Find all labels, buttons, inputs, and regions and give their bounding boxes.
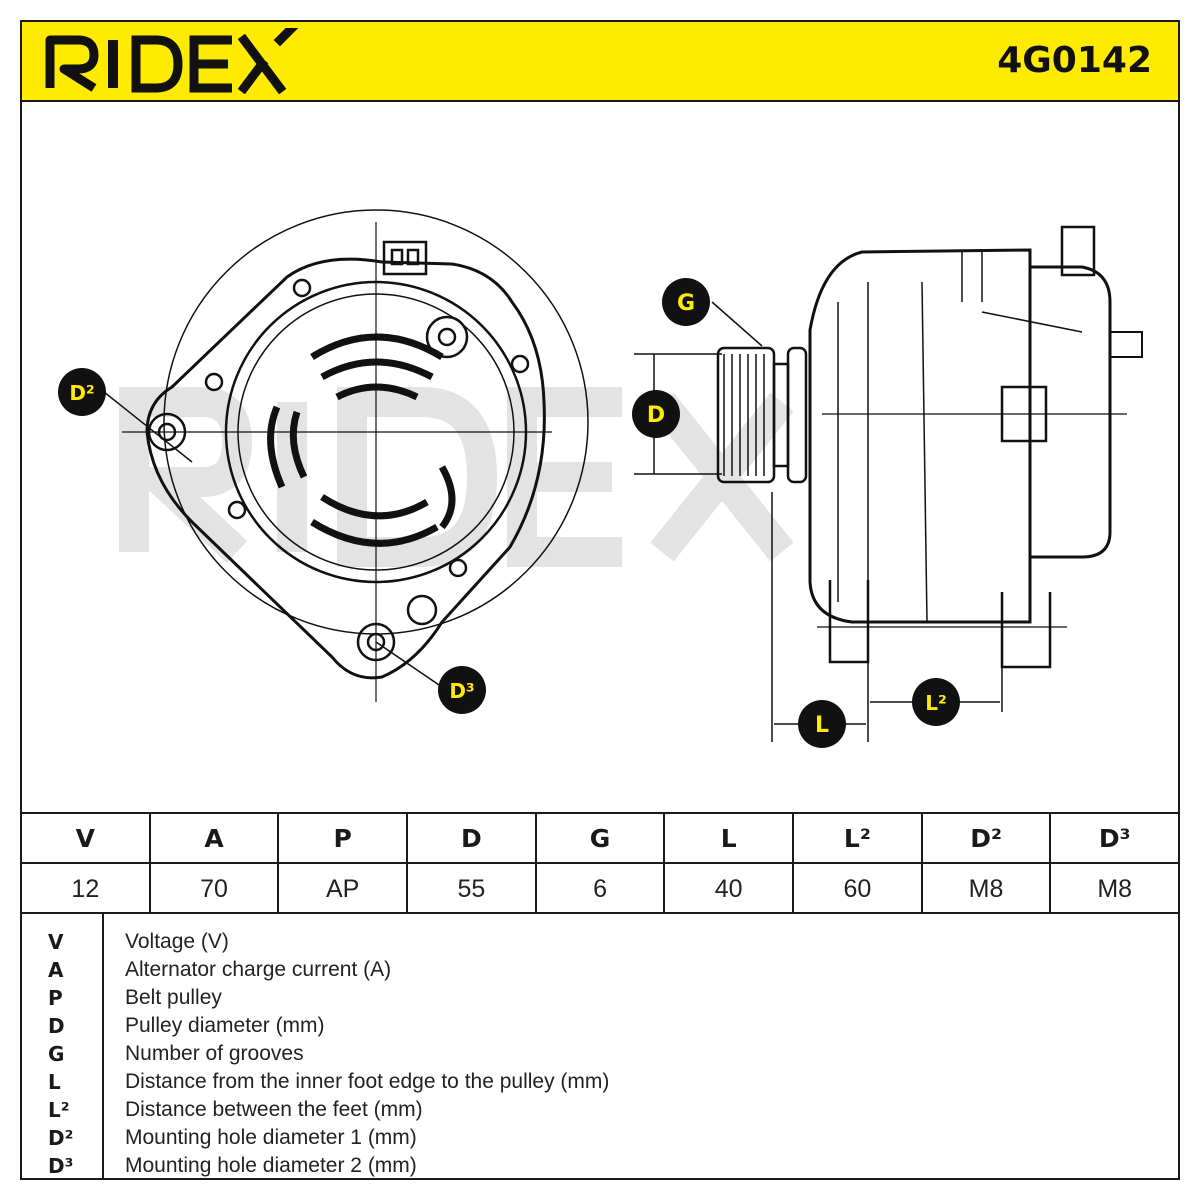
header-bar: 4G0142 — [22, 22, 1178, 102]
legend-row: P Belt pulley — [22, 984, 1178, 1012]
legend-description: Mounting hole diameter 1 (mm) — [125, 1126, 417, 1149]
svg-text:D²: D² — [69, 381, 94, 405]
ridex-watermark — [119, 387, 794, 567]
callout-g: G — [662, 278, 710, 326]
legend-description: Alternator charge current (A) — [125, 958, 392, 981]
legend-row: G Number of grooves — [22, 1040, 1178, 1068]
side-view — [634, 225, 1143, 742]
svg-text:D: D — [647, 403, 665, 428]
part-number: 4G0142 — [997, 40, 1152, 81]
spec-value-cell: 55 — [408, 864, 537, 914]
spec-header-cell: D³ — [1098, 823, 1131, 853]
spec-header-cell: L² — [794, 814, 923, 862]
spec-header-cell: G — [537, 814, 666, 862]
legend-key: V — [48, 930, 64, 954]
callout-d: D — [632, 390, 680, 438]
callout-l2: L² — [912, 678, 960, 726]
legend-key: L — [48, 1070, 61, 1094]
legend-description: Voltage (V) — [125, 930, 229, 953]
spec-header-cell: L — [665, 814, 795, 862]
legend-row: A Alternator charge current (A) — [22, 956, 1178, 984]
legend-row: D Pulley diameter (mm) — [22, 1012, 1178, 1040]
datasheet-frame: 4G0142 — [20, 20, 1180, 1180]
alternator-drawing: D² D³ G D L L² — [58, 209, 1143, 748]
svg-text:L: L — [815, 713, 829, 738]
legend-key: P — [48, 986, 63, 1010]
ridex-logo — [45, 28, 299, 94]
legend-description: Belt pulley — [125, 986, 222, 1009]
spec-value-cell: 40 — [665, 864, 795, 914]
spec-header-cell: P — [279, 814, 409, 862]
spec-value-cell: M8 — [1097, 874, 1133, 903]
spec-value-cell: 60 — [794, 864, 923, 914]
callout-l: L — [798, 700, 846, 748]
legend-description: Pulley diameter (mm) — [125, 1014, 325, 1037]
legend-row: D² Mounting hole diameter 1 (mm) — [22, 1124, 1178, 1152]
spec-header-cell: D — [408, 814, 537, 862]
callout-d2: D² — [58, 368, 106, 416]
spec-header-cell: V — [22, 814, 151, 862]
legend-row: L Distance from the inner foot edge to th… — [22, 1068, 1178, 1096]
legend-key: D² — [48, 1126, 74, 1150]
legend-description: Distance between the feet (mm) — [125, 1098, 423, 1121]
svg-text:D³: D³ — [449, 679, 474, 703]
spec-value-cell: 6 — [537, 864, 666, 914]
legend-key: D³ — [48, 1154, 74, 1178]
legend-divider — [102, 914, 104, 1178]
spec-value-cell: 12 — [22, 864, 151, 914]
legend-key: D — [48, 1014, 65, 1038]
legend-description: Distance from the inner foot edge to the… — [125, 1070, 610, 1093]
spec-value-cell: AP — [279, 864, 409, 914]
legend: V Voltage (V) A Alternator charge current (… — [22, 914, 1178, 1178]
legend-row: D³ Mounting hole diameter 2 (mm) — [22, 1152, 1178, 1180]
svg-text:L²: L² — [925, 691, 947, 715]
legend-description: Mounting hole diameter 2 (mm) — [125, 1154, 417, 1177]
spec-value-cell: M8 — [923, 864, 1052, 914]
legend-key: A — [48, 958, 64, 982]
callout-d3: D³ — [438, 666, 486, 714]
legend-key: L² — [48, 1098, 70, 1122]
legend-key: G — [48, 1042, 65, 1066]
legend-row: V Voltage (V) — [22, 928, 1178, 956]
legend-description: Number of grooves — [125, 1042, 304, 1065]
front-view — [103, 209, 589, 702]
spec-value-cell: 70 — [151, 864, 280, 914]
spec-header-cell: A — [151, 814, 280, 862]
svg-text:G: G — [677, 291, 695, 316]
spec-header-cell: D² — [923, 814, 1052, 862]
legend-row: L² Distance between the feet (mm) — [22, 1096, 1178, 1124]
